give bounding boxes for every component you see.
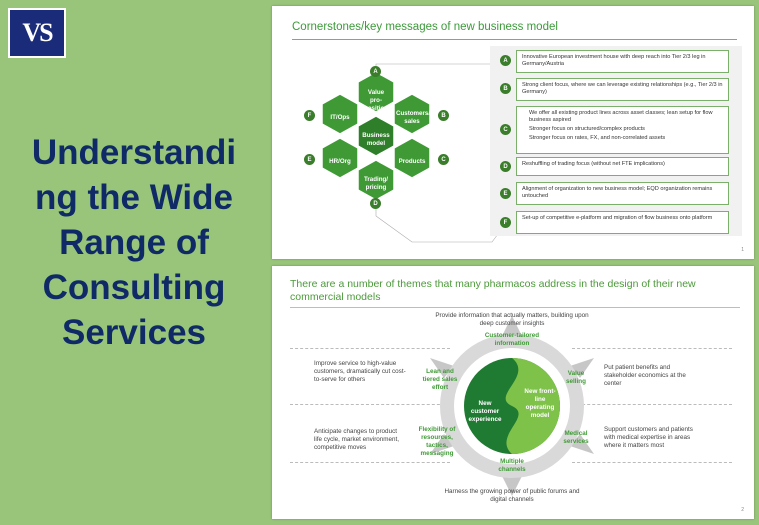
- message-text: We offer all existing product lines acro…: [529, 110, 713, 123]
- slide-business-model: Cornerstones/key messages of new busines…: [272, 6, 754, 259]
- message-badge-f: F: [500, 217, 511, 228]
- message-box-f: Set-up of competitive e-platform and mig…: [516, 211, 729, 234]
- connector-line: [375, 47, 505, 72]
- left-bottom-theme-text: Anticipate changes to product life cycle…: [314, 428, 400, 451]
- hex-label-top: Value pro-position: [363, 89, 389, 112]
- headline: Understandi ng the Wide Range of Consult…: [14, 130, 254, 355]
- commercial-model-diagram: [430, 316, 594, 496]
- headline-line: Consulting: [42, 268, 226, 307]
- spoke-label-lower-left: Flexibility of resources, tactics, messa…: [418, 426, 456, 457]
- center-right-label: New front-line operating model: [524, 388, 556, 419]
- headline-line: Services: [61, 313, 207, 352]
- hex-badge-a: A: [370, 66, 381, 77]
- left-panel: VS Understandi ng the Wide Range of Cons…: [0, 0, 268, 525]
- headline-line: Understandi: [31, 133, 237, 172]
- top-theme-text: Provide information that actually matter…: [435, 312, 589, 327]
- message-box-c: We offer all existing product lines acro…: [516, 106, 729, 154]
- hex-center-fill: [357, 115, 395, 157]
- message-text: Reshuffling of trading focus (without ne…: [522, 161, 665, 167]
- hex-lower-right: [393, 137, 431, 179]
- slide-title: There are a number of themes that many p…: [290, 278, 696, 303]
- spoke-label-bottom: Multiple channels: [498, 458, 526, 473]
- spoke-ray: [570, 434, 594, 454]
- bottom-theme-text: Harness the growing power of public foru…: [444, 488, 580, 503]
- message-badge-d: D: [500, 161, 511, 172]
- message-badge-b: B: [500, 83, 511, 94]
- spoke-label-lower-right: Medical services: [563, 430, 589, 445]
- spoke-label-top: Customer-tailored information: [484, 332, 540, 347]
- divider-line: [290, 404, 450, 405]
- left-top-theme-text: Improve service to high-value customers,…: [314, 360, 406, 383]
- hex-label-upper-right: Customers/ sales: [396, 110, 431, 125]
- message-text: Alignment of organization to new busines…: [522, 186, 713, 199]
- message-box-a: Innovative European investment house wit…: [516, 50, 729, 73]
- hex-label-bottom: Trading/ pricing: [363, 176, 389, 191]
- message-text: Stronger focus on rates, FX, and non-cor…: [529, 135, 666, 141]
- hex-upper-left: [321, 93, 359, 135]
- page-number: 2: [741, 507, 744, 513]
- headline-line: Range of: [59, 223, 209, 262]
- hex-badge-c: C: [438, 154, 449, 165]
- connector-line: [375, 202, 505, 243]
- hexagon-diagram: [321, 47, 505, 243]
- hex-badge-d: D: [370, 198, 381, 209]
- right-top-theme-text: Put patient benefits and stakeholder eco…: [604, 364, 686, 387]
- hex-upper-right: [393, 93, 431, 135]
- page-number: 1: [741, 247, 744, 253]
- spoke-ray: [570, 358, 594, 378]
- right-bottom-theme-text: Support customers and patients with medi…: [604, 426, 693, 449]
- spoke-label-upper-right: Value selling: [566, 370, 586, 385]
- hex-badge-f: F: [304, 110, 315, 121]
- divider-line: [572, 462, 732, 463]
- message-box-b: Strong client focus, where we can levera…: [516, 78, 729, 101]
- title-rule: [290, 307, 740, 308]
- spoke-ray: [502, 476, 522, 496]
- message-box-e: Alignment of organization to new busines…: [516, 182, 729, 205]
- title-rule: [292, 39, 737, 40]
- message-text: Stronger focus on structured/complex pro…: [529, 126, 645, 132]
- hex-badge-b: B: [438, 110, 449, 121]
- message-badge-e: E: [500, 188, 511, 199]
- spoke-ray: [502, 316, 522, 336]
- message-text: Innovative European investment house wit…: [522, 54, 706, 67]
- hex-label-upper-left: IT/Ops: [330, 114, 350, 121]
- message-badge-c: C: [500, 124, 511, 135]
- spoke-ray: [430, 434, 454, 454]
- hex-label-center: Business model: [362, 132, 390, 147]
- headline-line: ng the Wide: [34, 178, 233, 217]
- hex-lower-left: [321, 137, 359, 179]
- slide-title: Cornerstones/key messages of new busines…: [292, 21, 558, 33]
- divider-line: [572, 348, 732, 349]
- core-light: [505, 358, 560, 454]
- divider-line: [290, 462, 450, 463]
- hex-label-lower-left: HR/Org: [329, 158, 351, 165]
- message-text: Set-up of competitive e-platform and mig…: [522, 215, 713, 221]
- spoke-label-upper-left: Lean and tiered sales effort: [422, 368, 458, 391]
- company-logo: VS: [8, 8, 66, 58]
- message-text: Strong client focus, where we can levera…: [522, 82, 723, 95]
- hex-bottom: [357, 159, 395, 201]
- slide-pharmaco-themes: There are a number of themes that many p…: [272, 266, 754, 519]
- hex-label-lower-right: Products: [398, 158, 426, 165]
- divider-line: [290, 348, 450, 349]
- message-badge-a: A: [500, 55, 511, 66]
- divider-line: [572, 404, 732, 405]
- spoke-ray: [430, 358, 454, 378]
- center-left-label: New customer experience: [468, 400, 502, 423]
- message-box-d: Reshuffling of trading focus (without ne…: [516, 157, 729, 176]
- hex-badge-e: E: [304, 154, 315, 165]
